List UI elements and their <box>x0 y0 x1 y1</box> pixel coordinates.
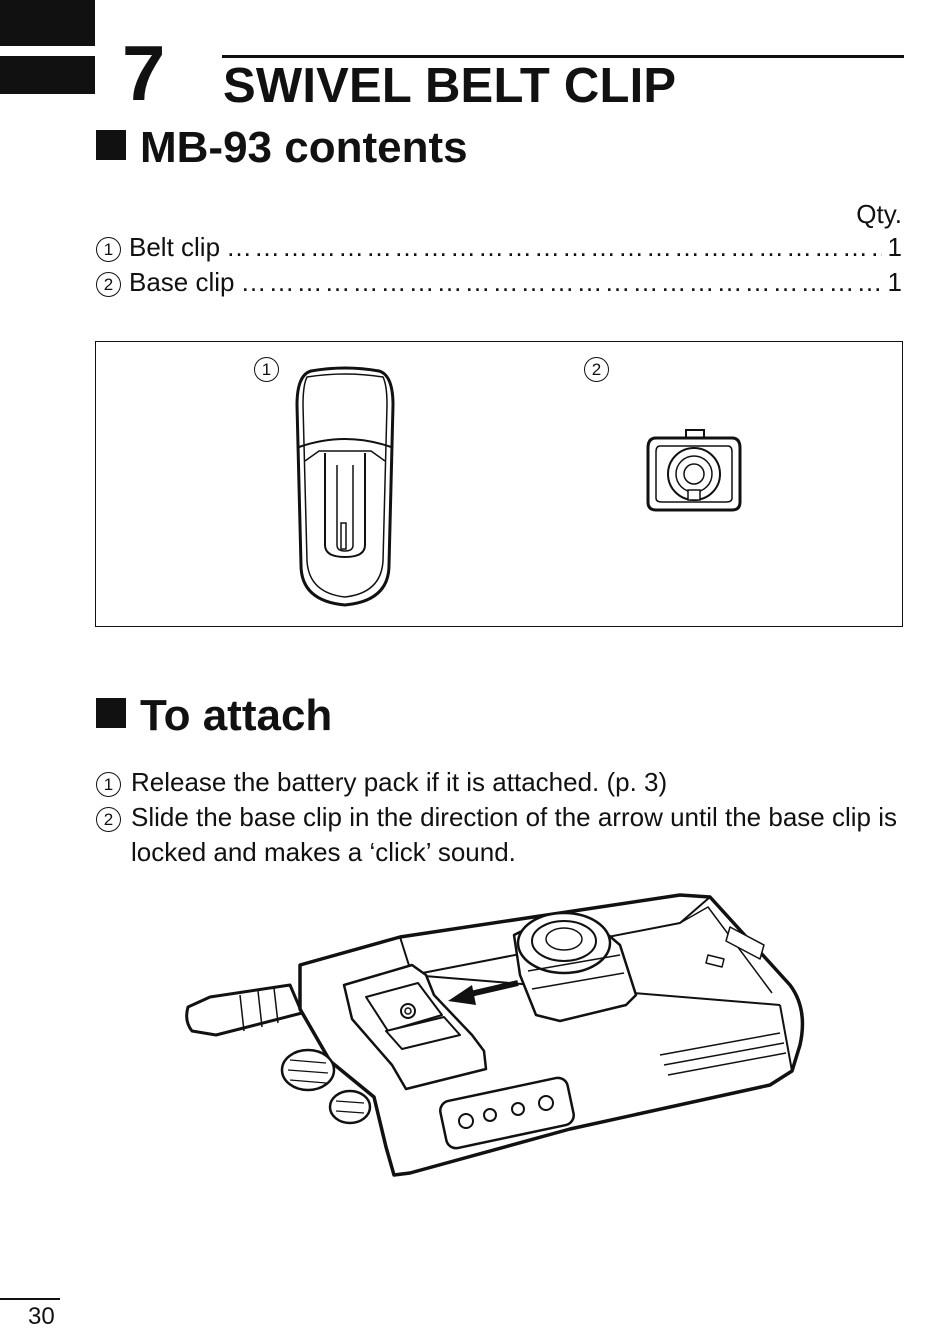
chapter-tab-top <box>0 0 95 46</box>
contents-row: 2 Base clip …………………………………………………………………………… <box>96 269 902 301</box>
dot-leader: …………………………………………………………………………………………………… <box>226 234 881 260</box>
section-heading-attach: To attach <box>96 694 332 738</box>
page-number-rule <box>0 1298 60 1300</box>
step-text: Slide the base clip in the direction of … <box>131 802 897 867</box>
square-bullet-icon <box>96 698 126 728</box>
figure-label-base-clip: 2 <box>584 357 609 382</box>
base-clip-illustration <box>646 429 742 512</box>
circled-number-marker: 2 <box>96 807 121 832</box>
instruction-step: 1 Release the battery pack if it is attac… <box>96 765 916 800</box>
circled-number-marker: 1 <box>96 237 121 262</box>
qty-column-label: Qty. <box>856 199 902 229</box>
chapter-tab-bottom <box>0 56 95 94</box>
radio-attach-illustration <box>185 893 805 1177</box>
section-heading-text: To attach <box>140 691 333 740</box>
chapter-number: 7 <box>122 29 166 117</box>
contents-row: 1 Belt clip …………………………………………………………………………… <box>96 234 902 266</box>
item-qty: 1 <box>887 232 902 262</box>
instruction-step: 2 Slide the base clip in the direction of… <box>96 800 916 870</box>
square-bullet-icon <box>96 130 126 160</box>
contents-figure-box <box>95 341 903 627</box>
item-name: Belt clip <box>129 232 221 262</box>
section-heading-text: MB-93 contents <box>140 123 468 172</box>
figure-label-belt-clip: 1 <box>254 357 279 382</box>
section-heading-contents: MB-93 contents <box>96 126 468 170</box>
circled-number-marker: 1 <box>96 772 121 797</box>
item-qty: 1 <box>887 267 902 297</box>
circled-number-marker: 2 <box>96 272 121 297</box>
step-text: Release the battery pack if it is attach… <box>131 767 668 797</box>
page-number: 30 <box>28 1303 55 1330</box>
belt-clip-illustration <box>295 366 395 607</box>
chapter-title-rule <box>222 55 904 58</box>
chapter-title: SWIVEL BELT CLIP <box>223 59 677 113</box>
item-name: Base clip <box>129 267 235 297</box>
dot-leader: …………………………………………………………………………………………………… <box>240 269 882 295</box>
